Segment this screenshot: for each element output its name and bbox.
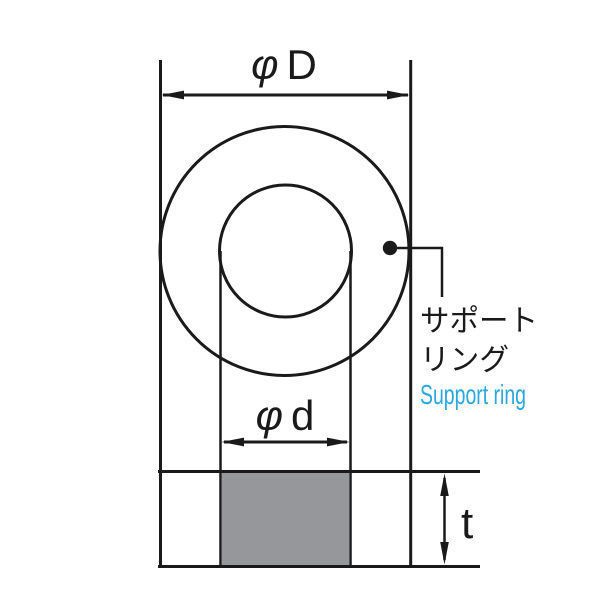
thickness-label: t: [461, 499, 473, 548]
leader-dot: [382, 240, 398, 256]
arrowhead-right-icon: [387, 90, 410, 100]
inner-diameter-letter: d: [291, 392, 314, 439]
section-bore-fill: [222, 473, 349, 565]
inner-bore-circle: [218, 183, 353, 319]
arrowhead-up-icon: [440, 473, 449, 496]
callout-japanese-line2: リング: [420, 344, 509, 377]
arrowhead-left-icon: [221, 437, 244, 447]
outer-diameter-letter: D: [287, 41, 317, 88]
callout-english: Support ring: [420, 379, 526, 410]
arrowhead-left-icon: [161, 90, 184, 100]
arrowhead-down-icon: [440, 542, 449, 565]
phi-symbol: φ: [256, 392, 283, 439]
callout-japanese-line1: サポート: [420, 305, 538, 338]
phi-symbol: φ: [251, 41, 278, 88]
arrowhead-right-icon: [327, 437, 350, 447]
outer-ring-circle: [158, 125, 411, 377]
